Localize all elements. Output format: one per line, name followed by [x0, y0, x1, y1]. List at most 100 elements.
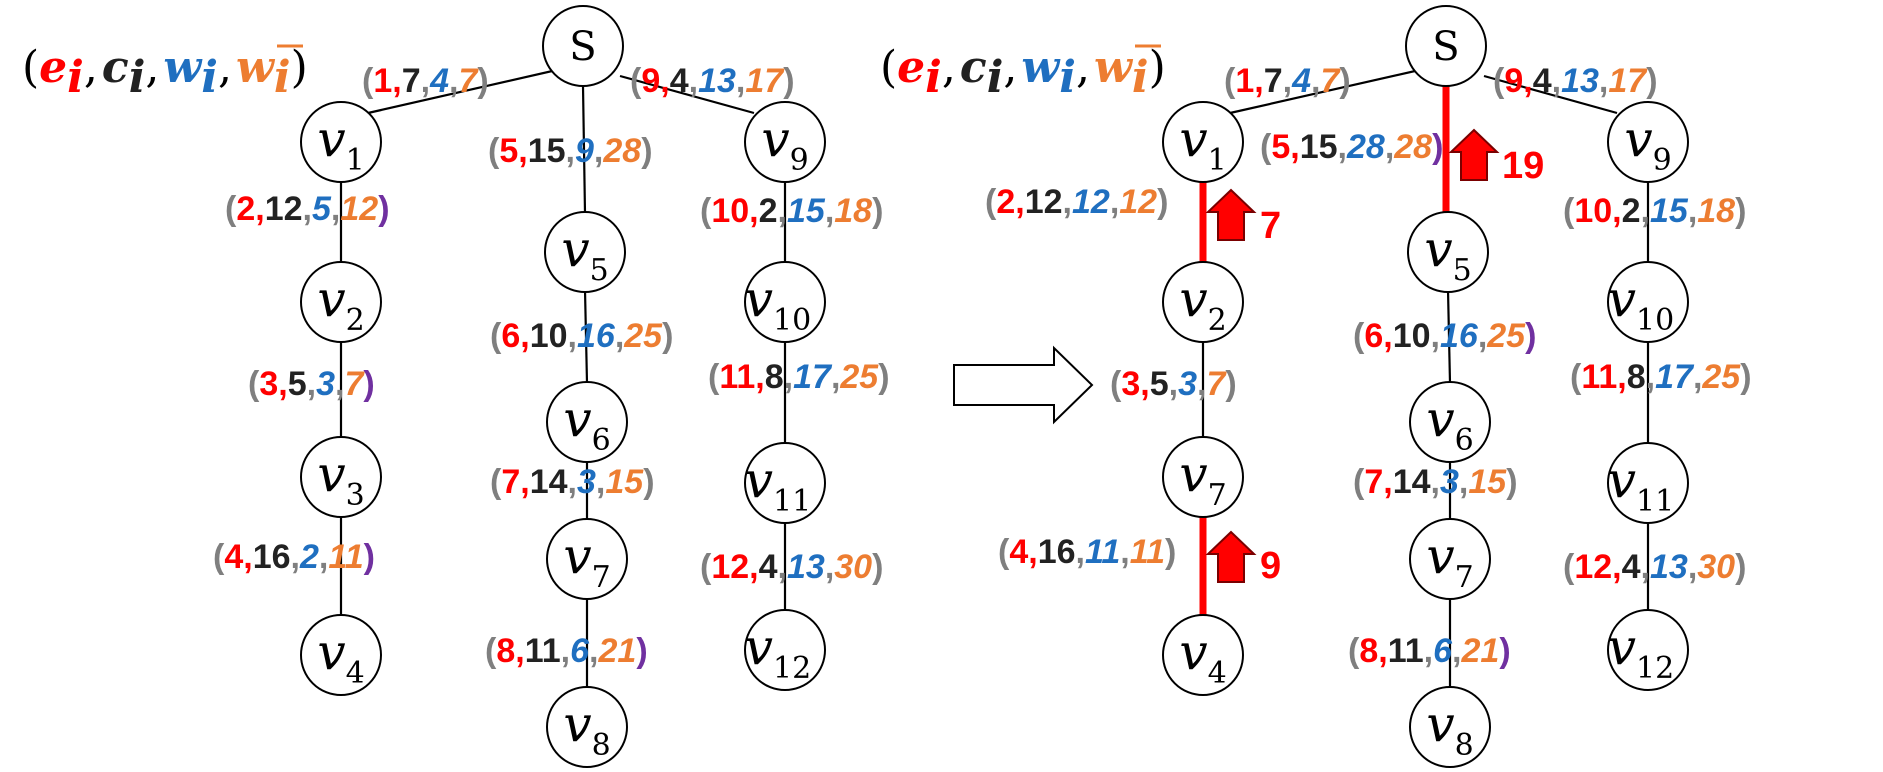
edge-c-value: 4 [759, 548, 778, 586]
edge-w-value: 13 [698, 62, 736, 100]
edge-w-value: 9 [575, 132, 594, 170]
edge-label: (8,11,6,21) [485, 632, 648, 670]
edge-label: (2,12,12,12) [985, 183, 1168, 221]
edge-w-value: 16 [1440, 317, 1479, 355]
edge-label: (6,10,16,25) [1353, 317, 1536, 355]
increment-value: 9 [1260, 545, 1281, 587]
edge-label: (12,4,13,30) [1563, 548, 1746, 586]
node-v12: v12 [1607, 609, 1689, 691]
edge-e-value: 5 [499, 132, 518, 170]
node-v4: v4 [1162, 614, 1244, 696]
node-v12: v12 [744, 609, 826, 691]
left-tree-edges [339, 62, 787, 688]
edge-w-value: 12 [1072, 183, 1110, 221]
up-arrow-icon [1205, 188, 1257, 241]
edge-e-value: 2 [236, 190, 255, 228]
edge-c-value: 14 [1393, 463, 1431, 501]
left-tree-nodes: S v1 v2 v3 v4 v5 v6 v7 v8 v9 v10 v11 v12 [300, 5, 826, 768]
edge-w-value: 13 [787, 548, 825, 586]
node-s: S [1405, 5, 1487, 87]
node-v11: v11 [1607, 442, 1689, 524]
edge-w-value: 2 [299, 538, 319, 576]
edge-label: (5,15,9,28) [488, 132, 653, 170]
edge-wbar-value: 18 [1697, 192, 1735, 230]
edge-c-value: 11 [1388, 632, 1424, 670]
edge-c-value: 2 [759, 192, 778, 230]
edge-wbar-value: 25 [623, 317, 663, 355]
svg-text:v6: v6 [563, 390, 610, 458]
edge-wbar-value: 21 [597, 632, 636, 670]
edge-w-value: 16 [577, 317, 616, 355]
edge-e-value: 4 [1009, 533, 1028, 571]
edge-wbar-value: 15 [1468, 463, 1507, 501]
edge-label: (10,2,15,18) [1563, 192, 1746, 230]
edge-wbar-value: 21 [1460, 632, 1499, 670]
edge-w-value: 3 [577, 463, 596, 501]
svg-text:v11: v11 [1608, 451, 1674, 519]
edge-w-value: 3 [1440, 463, 1459, 501]
edge-label: (1,7,4,7) [1224, 62, 1351, 100]
edge-label: (11,8,17,25) [708, 358, 890, 396]
edge-w-value: 4 [1291, 62, 1311, 100]
edge-c-value: 4 [1622, 548, 1641, 586]
edge-label: (12,4,13,30) [700, 548, 883, 586]
edge-e-value: 7 [1364, 463, 1383, 501]
edge-w-value: 15 [787, 192, 826, 230]
edge-c-value: 5 [288, 365, 307, 403]
increment-value: 19 [1502, 145, 1544, 187]
svg-text:v7: v7 [563, 527, 610, 595]
edge-c-value: 8 [1627, 358, 1646, 396]
edge-wbar-value: 25 [839, 358, 879, 396]
edge-wbar-value: 17 [1608, 62, 1648, 100]
edge-w-value: 4 [429, 62, 449, 100]
node-v4: v4 [300, 614, 382, 696]
legend-right: (ei, ci, wi, wi) [880, 42, 1166, 103]
node-v7: v7 [546, 518, 628, 600]
node-v3: v3 [300, 436, 382, 518]
edge-wbar-value: 17 [745, 62, 785, 100]
edge-s-v1 [367, 62, 584, 115]
edge-v5-v6 [1446, 289, 1452, 384]
edge-w-value: 11 [1085, 533, 1120, 571]
edge-c-value: 12 [265, 190, 303, 228]
edge-e-value: 11 [1581, 358, 1617, 396]
edge-label: (3,5,3,7) [248, 365, 375, 403]
node-v5: v5 [544, 211, 626, 293]
node-v9: v9 [1607, 101, 1689, 183]
node-v10: v10 [744, 261, 826, 343]
svg-text:v5: v5 [1424, 220, 1471, 288]
svg-text:v9: v9 [761, 110, 808, 178]
edge-label: (7,14,3,15) [490, 463, 655, 501]
svg-text:v1: v1 [1179, 110, 1226, 178]
increment-marker-s-v5: 19 [1448, 128, 1544, 187]
svg-text:S: S [1432, 24, 1459, 70]
edge-wbar-value: 7 [1206, 365, 1227, 403]
edge-c-value: 8 [765, 358, 784, 396]
svg-text:v8: v8 [1426, 695, 1473, 763]
edge-s-v9 [1483, 74, 1618, 115]
svg-text:v7: v7 [1426, 527, 1473, 595]
svg-text:v9: v9 [1624, 110, 1671, 178]
edge-e-value: 7 [501, 463, 520, 501]
edge-label: (9,4,13,17) [630, 62, 795, 100]
edge-c-value: 7 [1264, 62, 1283, 100]
right-tree-nodes: S v1 v2 v7 v4 v5 v6 v7 v8 v9 v10 v11 v12 [1162, 5, 1689, 768]
svg-text:v5: v5 [561, 220, 608, 288]
edge-wbar-value: 18 [834, 192, 872, 230]
edge-wbar-value: 11 [1130, 533, 1165, 571]
node-v10: v10 [1607, 261, 1689, 343]
right-tree-edges [1199, 62, 1650, 688]
edge-c-value: 14 [530, 463, 568, 501]
edge-e-value: 3 [259, 365, 278, 403]
svg-text:v7: v7 [1179, 445, 1226, 513]
edge-label: (7,14,3,15) [1353, 463, 1518, 501]
edge-e-value: 9 [641, 62, 660, 100]
node-v8: v8 [1409, 686, 1491, 768]
node-v5: v5 [1407, 211, 1489, 293]
edge-e-value: 4 [224, 538, 243, 576]
edge-e-value: 11 [719, 358, 755, 396]
edge-wbar-value: 12 [340, 190, 378, 228]
edge-w-value: 17 [1655, 358, 1695, 396]
edge-c-value: 4 [1533, 62, 1552, 100]
